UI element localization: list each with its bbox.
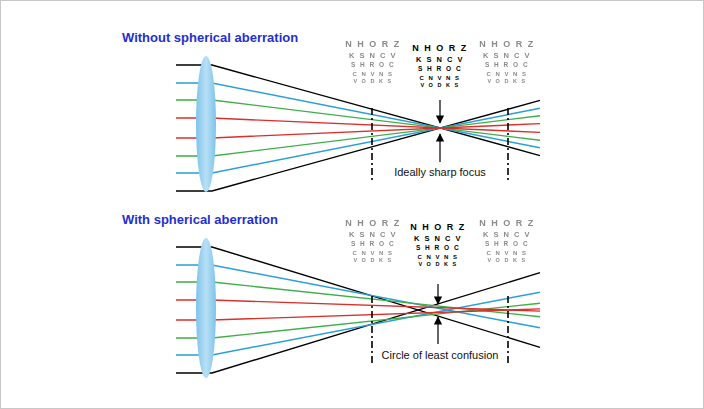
light-ray	[176, 265, 540, 328]
eye-chart-row: S H R O C	[418, 66, 462, 73]
eye-chart-row: K S N C V	[349, 52, 397, 60]
eye-chart-row: K S N C V	[349, 231, 397, 239]
light-ray	[176, 65, 540, 156]
pointer-arrows	[438, 100, 440, 344]
light-ray	[176, 300, 540, 311]
light-ray	[176, 282, 540, 317]
eye-chart-row: C N V N S	[419, 75, 460, 81]
light-ray	[176, 309, 540, 320]
light-ray	[176, 100, 540, 140]
eye-chart-row: K S N C V	[483, 231, 531, 239]
eye-chart-row: C N V N S	[352, 250, 393, 256]
eye-chart-row: V O D K S	[353, 79, 392, 85]
eye-chart-row: N H O R Z	[345, 219, 401, 228]
eye-chart-row: C N V N S	[486, 71, 527, 77]
eye-chart-row: S H R O C	[485, 241, 529, 248]
eye-chart-row: K S N C V	[416, 56, 464, 64]
light-ray	[176, 118, 540, 132]
eye-chart-row: N H O R Z	[412, 44, 468, 53]
eye-chart-row: N H O R Z	[479, 219, 535, 228]
eye-chart-row: N H O R Z	[345, 40, 401, 49]
eye-chart-row: S H R O C	[416, 245, 460, 252]
eye-chart-row: C N V N S	[417, 254, 458, 260]
focus-label: Circle of least confusion	[379, 349, 502, 362]
panel-title: Without spherical aberration	[122, 31, 298, 44]
eye-chart-row: N H O R Z	[479, 40, 535, 49]
eye-chart-row: K S N C V	[414, 235, 462, 243]
eye-chart-row: C N V N S	[352, 71, 393, 77]
light-ray	[176, 303, 540, 338]
eye-chart-row: V O D K S	[420, 83, 459, 89]
eye-chart-row: V O D K S	[353, 258, 392, 264]
lens	[196, 56, 216, 192]
eye-chart-row: N H O R Z	[410, 223, 466, 232]
lens	[196, 238, 216, 378]
light-ray	[176, 247, 540, 347]
focus-label: Ideally sharp focus	[391, 166, 489, 179]
eye-chart-row: C N V N S	[486, 250, 527, 256]
eye-chart-row: V O D K S	[487, 258, 526, 264]
light-ray	[176, 116, 540, 156]
eye-chart-row: V O D K S	[418, 262, 457, 268]
eye-chart-row: S H R O C	[351, 241, 395, 248]
light-ray	[176, 100, 540, 191]
panel-title: With spherical aberration	[122, 213, 278, 226]
eye-chart-row: S H R O C	[485, 62, 529, 69]
eye-chart-row: K S N C V	[483, 52, 531, 60]
eye-chart-row: S H R O C	[351, 62, 395, 69]
light-ray	[176, 273, 540, 373]
eye-chart-row: V O D K S	[487, 79, 526, 85]
light-ray	[176, 124, 540, 138]
light-ray	[176, 292, 540, 355]
